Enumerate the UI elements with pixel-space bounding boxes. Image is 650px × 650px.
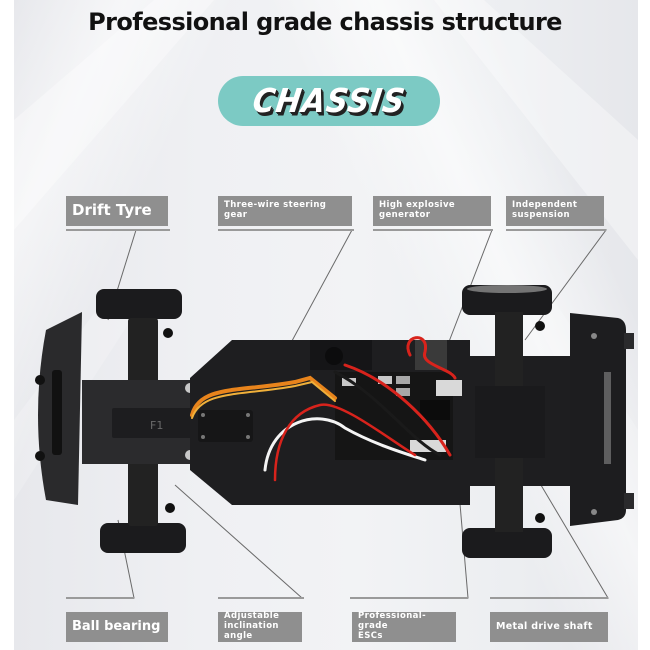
- callout-underline: [350, 597, 468, 599]
- callout-underline: [506, 229, 606, 231]
- callout-underline: [66, 597, 134, 599]
- callout-drift-tyre: Drift Tyre: [66, 196, 168, 226]
- front-plate-marking: F1: [150, 419, 163, 432]
- front-suspension: [82, 318, 195, 526]
- callout-metal-drive-shaft-text: Metal drive shaft: [496, 620, 593, 632]
- callout-independent-suspension-line2: suspension: [512, 210, 570, 220]
- callout-three-wire-steering-gear: Three-wire steering gear: [218, 196, 352, 226]
- callout-high-explosive-generator: High explosive generator: [373, 196, 491, 226]
- wiring: [190, 336, 457, 482]
- callout-professional-grade-escs: Professional-grade ESCs: [352, 612, 456, 642]
- callout-high-explosive-generator-line1: High explosive: [379, 200, 456, 211]
- callout-adjustable-inclination-angle-line1: Adjustable: [224, 611, 280, 622]
- callout-underline: [373, 229, 493, 231]
- callout-underline: [66, 229, 170, 231]
- callout-metal-drive-shaft: Metal drive shaft: [490, 612, 608, 642]
- callout-ball-bearing: Ball bearing: [66, 612, 168, 642]
- callout-professional-grade-escs-line2: ESCs: [358, 630, 383, 641]
- front-wheels: [96, 289, 186, 553]
- front-bumper: [35, 312, 82, 505]
- rear-bumper: [570, 313, 634, 526]
- callout-drift-tyre-text: Drift Tyre: [72, 201, 152, 220]
- callout-ball-bearing-text: Ball bearing: [72, 618, 161, 634]
- callout-professional-grade-escs-line1: Professional-grade: [358, 611, 427, 632]
- callout-independent-suspension: Independent suspension: [506, 196, 604, 226]
- callout-adjustable-inclination-angle: Adjustable inclination angle: [218, 612, 302, 642]
- callout-adjustable-inclination-angle-line2: inclination angle: [224, 621, 279, 641]
- callout-high-explosive-generator-line2: generator: [379, 210, 431, 220]
- callout-underline: [218, 229, 354, 231]
- chassis-badge: CHASSIS: [218, 76, 440, 126]
- rear-suspension: [462, 285, 552, 558]
- motor: [415, 340, 447, 370]
- callout-underline: [218, 597, 304, 599]
- page-title: Professional grade chassis structure: [88, 8, 562, 36]
- steering-servo: [198, 410, 253, 442]
- callout-three-wire-steering-gear-text: Three-wire steering gear: [224, 200, 327, 220]
- callout-underline: [490, 597, 608, 599]
- callout-independent-suspension-line1: Independent: [512, 200, 578, 211]
